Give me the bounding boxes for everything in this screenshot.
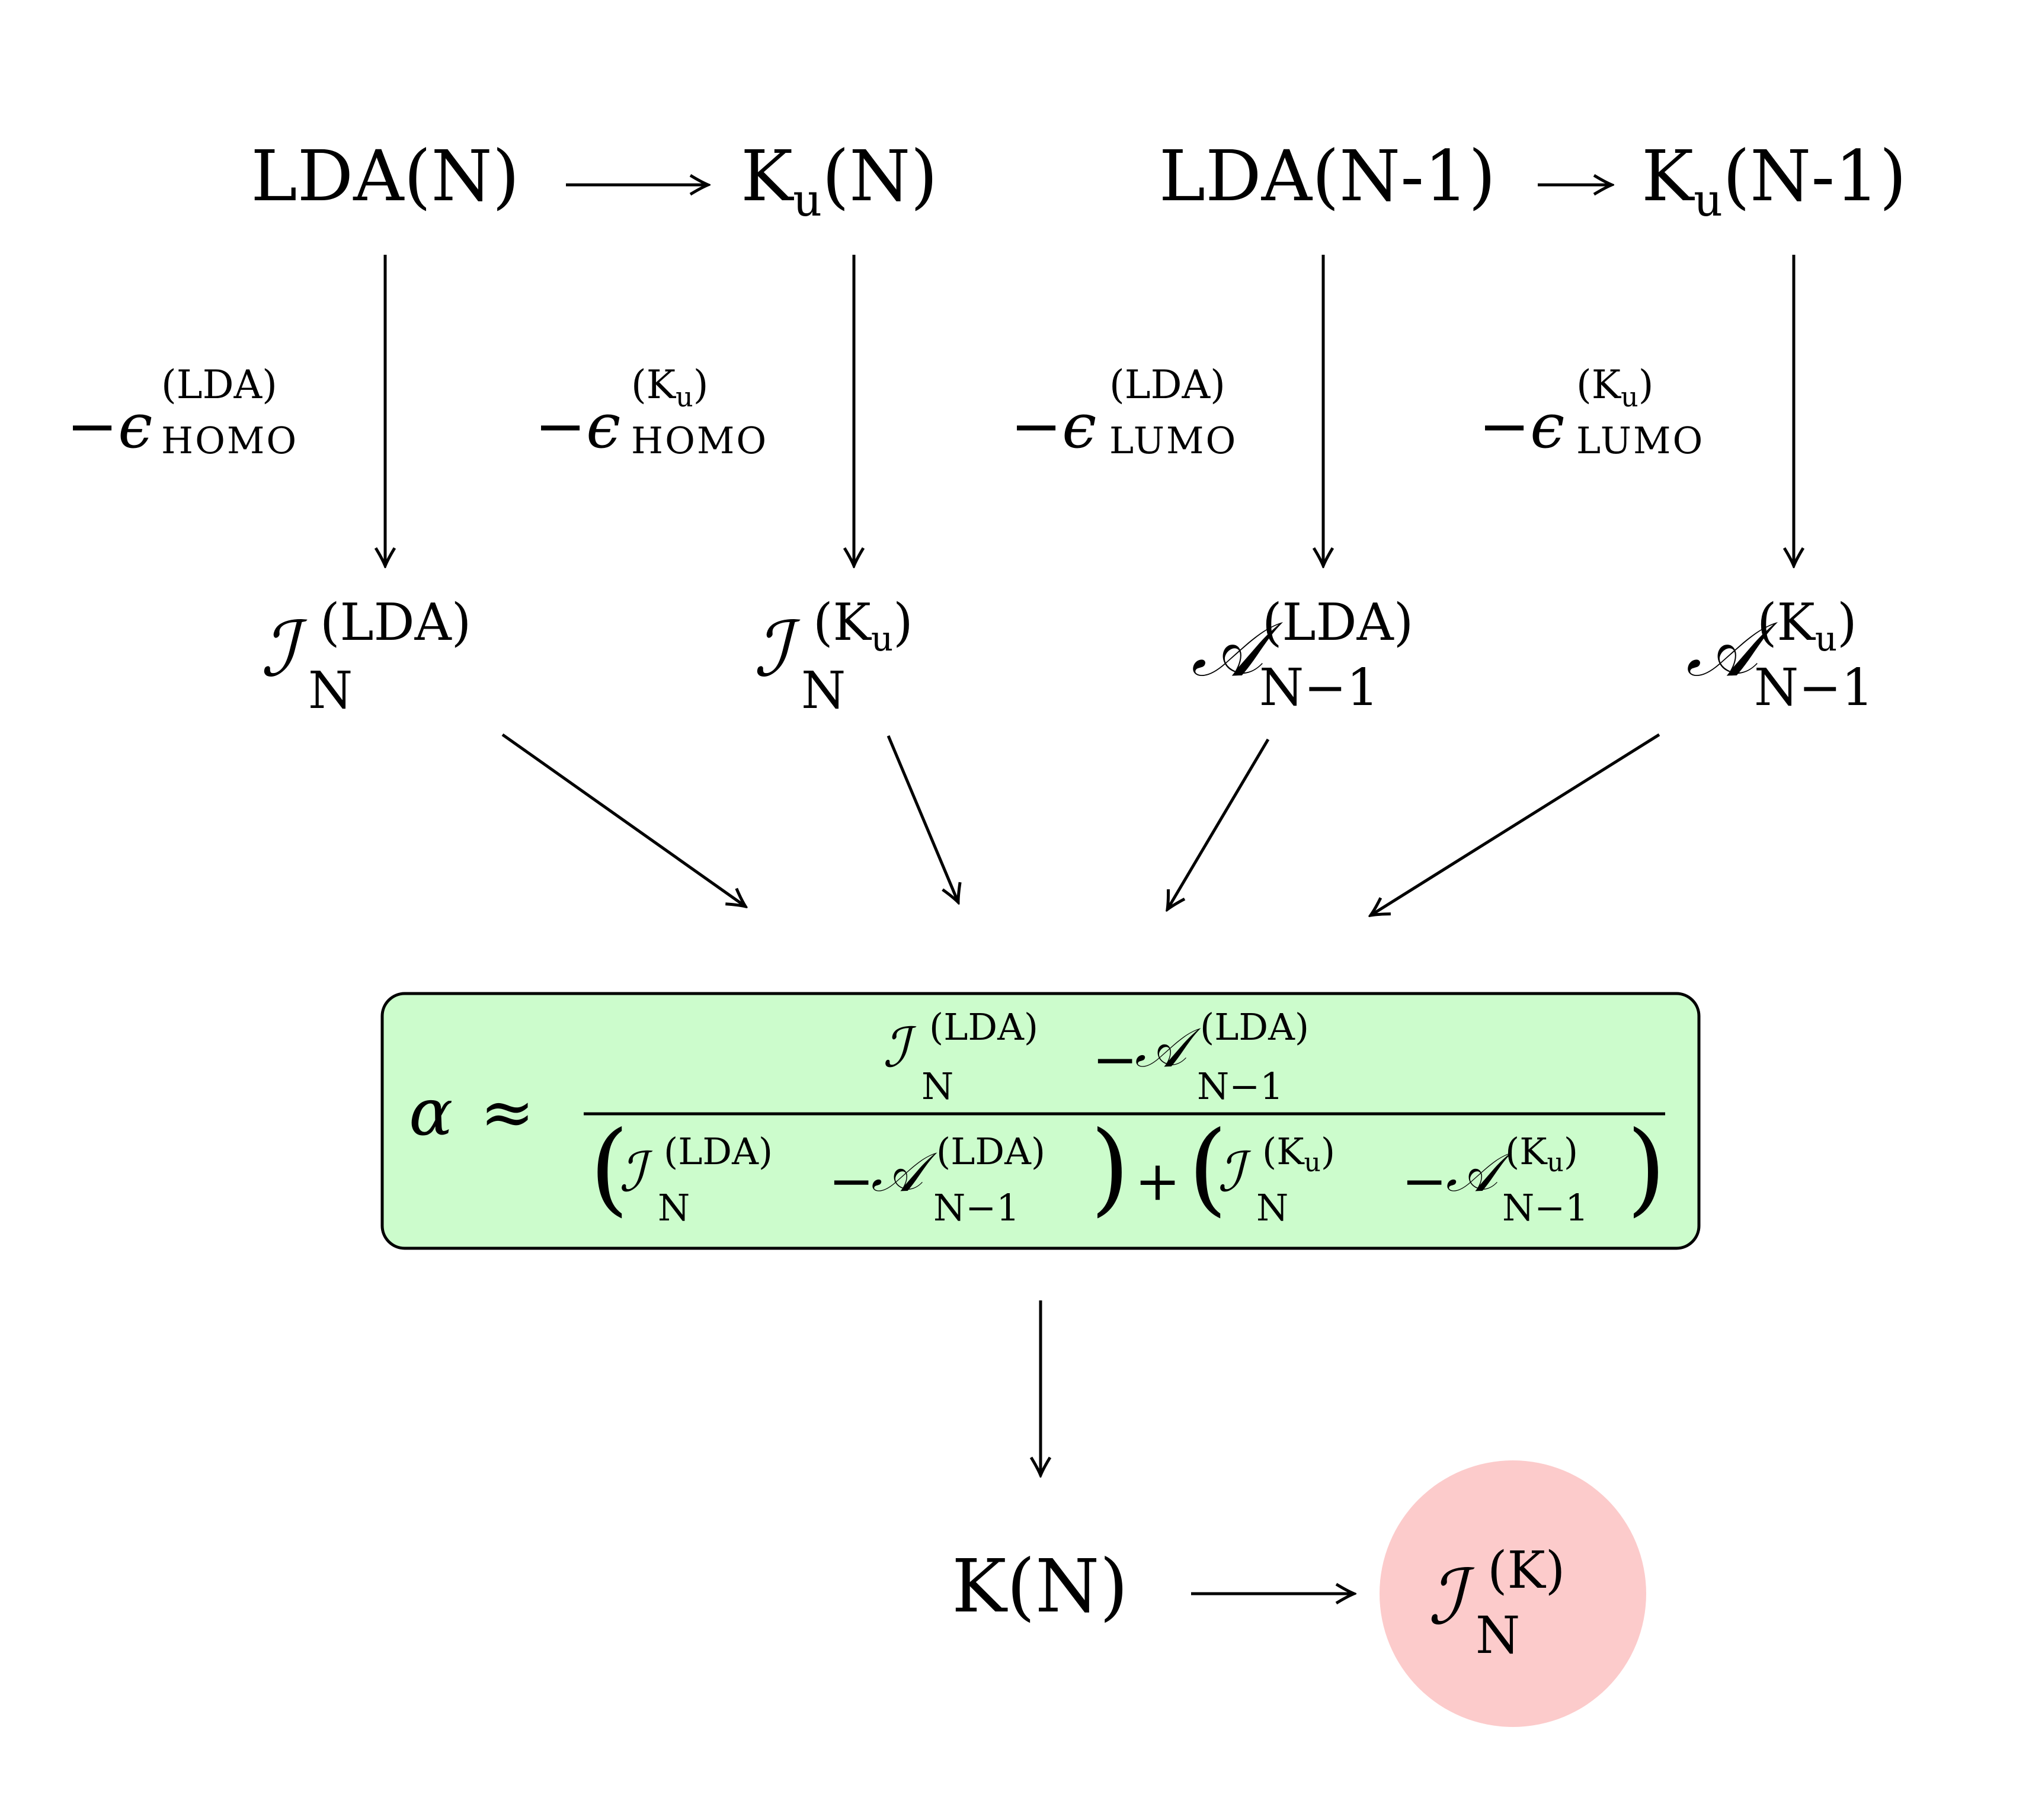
svg-text:LUMO: LUMO bbox=[1576, 419, 1704, 462]
svg-text:(LDA): (LDA) bbox=[936, 1130, 1045, 1173]
formula-approx: ≈ bbox=[480, 1074, 535, 1150]
svg-text:+: + bbox=[1135, 1149, 1180, 1213]
arrow-i-lda-to-formula bbox=[501, 733, 745, 906]
svg-text:(LDA): (LDA) bbox=[320, 593, 471, 652]
svg-text:HOMO: HOMO bbox=[631, 419, 768, 462]
svg-text:−: − bbox=[1401, 1149, 1447, 1213]
svg-text:(Ku): (Ku) bbox=[1262, 1130, 1335, 1178]
node-ku-n: Ku(N) bbox=[741, 135, 937, 226]
node-lda-n1-label: LDA(N-1) bbox=[1159, 135, 1496, 217]
svg-text:N: N bbox=[308, 661, 353, 720]
svg-text:(LDA): (LDA) bbox=[664, 1130, 773, 1173]
node-lda-n1: LDA(N-1) bbox=[1159, 135, 1496, 217]
svg-text:N−1: N−1 bbox=[1259, 658, 1379, 717]
svg-text:N: N bbox=[921, 1065, 953, 1108]
svg-text:(LDA): (LDA) bbox=[1200, 1005, 1309, 1049]
svg-text:(Ku): (Ku) bbox=[631, 362, 708, 413]
svg-text:N: N bbox=[801, 661, 846, 720]
quantity-i-lda: ℐ (LDA) N bbox=[261, 593, 471, 720]
svg-text:(LDA): (LDA) bbox=[1109, 362, 1225, 408]
formula-alpha: α bbox=[409, 1074, 453, 1150]
label-homo-lda: −ϵ (LDA) HOMO bbox=[66, 362, 298, 462]
svg-text:−ϵ: −ϵ bbox=[66, 390, 152, 462]
result-node: ℐ (K) N bbox=[1380, 1460, 1646, 1727]
label-lumo-ku: −ϵ (Ku) LUMO bbox=[1478, 362, 1704, 462]
svg-text:(Ku): (Ku) bbox=[1505, 1130, 1578, 1178]
svg-text:(Ku): (Ku) bbox=[813, 593, 913, 659]
svg-text:(LDA): (LDA) bbox=[929, 1005, 1038, 1049]
svg-text:N−1: N−1 bbox=[933, 1186, 1020, 1229]
svg-text:(LDA): (LDA) bbox=[1262, 593, 1413, 652]
svg-text:HOMO: HOMO bbox=[161, 419, 298, 462]
svg-text:ℐ: ℐ bbox=[754, 605, 801, 694]
svg-text:LUMO: LUMO bbox=[1109, 419, 1237, 462]
svg-text:(Ku): (Ku) bbox=[1757, 593, 1857, 659]
quantity-i-ku: ℐ (Ku) N bbox=[754, 593, 913, 720]
svg-text:ℐ: ℐ bbox=[261, 605, 308, 694]
node-ku-n-label: Ku(N) bbox=[741, 135, 937, 226]
svg-text:N: N bbox=[1256, 1186, 1288, 1229]
node-ku-n1-label: Ku(N-1) bbox=[1641, 135, 1906, 226]
formula-box: α ≈ ℐ (LDA) N − 𝒜 (LDA) N−1 ( ℐ (LDA) N … bbox=[380, 992, 1701, 1250]
label-lumo-lda: −ϵ (LDA) LUMO bbox=[1010, 362, 1237, 462]
svg-text:N−1: N−1 bbox=[1754, 658, 1874, 717]
svg-text:(: ( bbox=[1188, 1110, 1227, 1227]
svg-text:−ϵ: −ϵ bbox=[1010, 390, 1096, 462]
svg-text:(Ku): (Ku) bbox=[1576, 362, 1653, 413]
arrow-a-lda-to-formula bbox=[1167, 738, 1270, 909]
svg-text:−: − bbox=[1092, 1028, 1138, 1091]
node-lda-n: LDA(N) bbox=[251, 135, 520, 217]
label-homo-ku: −ϵ (Ku) HOMO bbox=[535, 362, 768, 462]
result-sub: N bbox=[1476, 1606, 1520, 1665]
formula-numerator: ℐ (LDA) N − 𝒜 (LDA) N−1 bbox=[883, 1005, 1309, 1108]
node-ku-n1: Ku(N-1) bbox=[1641, 135, 1906, 226]
arrow-a-ku-to-formula bbox=[1371, 733, 1660, 915]
svg-text:−: − bbox=[828, 1149, 874, 1213]
node-k-n: K(N) bbox=[952, 1544, 1128, 1629]
svg-text:−ϵ: −ϵ bbox=[1478, 390, 1564, 462]
quantity-a-ku: 𝒜 (Ku) N−1 bbox=[1686, 593, 1874, 717]
svg-text:): ) bbox=[1090, 1110, 1129, 1227]
node-k-n-label: K(N) bbox=[952, 1544, 1128, 1629]
formula-box-background bbox=[380, 992, 1701, 1250]
result-circle bbox=[1380, 1460, 1646, 1727]
node-lda-n-label: LDA(N) bbox=[251, 135, 520, 217]
result-sup: (K) bbox=[1487, 1541, 1565, 1600]
svg-text:−ϵ: −ϵ bbox=[535, 390, 620, 462]
svg-text:(LDA): (LDA) bbox=[161, 362, 277, 408]
svg-text:N−1: N−1 bbox=[1502, 1186, 1589, 1229]
svg-text:(: ( bbox=[590, 1110, 629, 1227]
arrow-i-ku-to-formula bbox=[887, 735, 958, 902]
quantity-a-lda: 𝒜 (LDA) N−1 bbox=[1191, 593, 1413, 717]
svg-text:N−1: N−1 bbox=[1197, 1065, 1284, 1108]
svg-text:): ) bbox=[1627, 1110, 1666, 1227]
svg-text:N: N bbox=[658, 1186, 690, 1229]
